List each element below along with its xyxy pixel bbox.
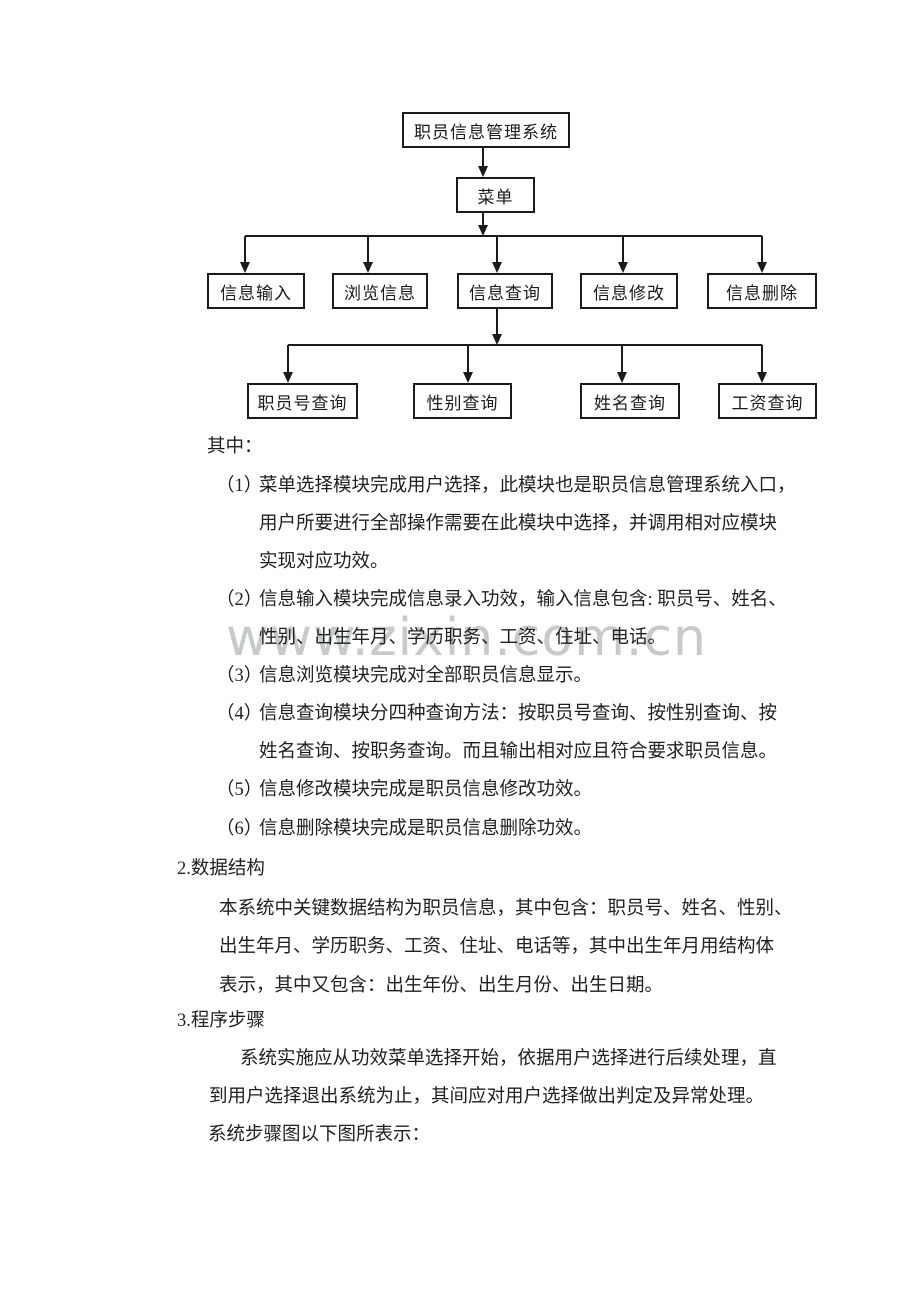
intro-label: 其中： bbox=[207, 437, 263, 457]
item-text: 菜单选择模块完成用户选择，此模块也是职员信息管理系统入口， bbox=[259, 476, 796, 496]
item-number: （3） bbox=[216, 666, 263, 686]
item-number: （4） bbox=[216, 704, 263, 724]
list-item: （1）菜单选择模块完成用户选择，此模块也是职员信息管理系统入口， bbox=[216, 477, 796, 496]
section-text: 出生年月、学历职务、工资、住址、电话等，其中出生年月用结构体 bbox=[219, 937, 775, 957]
flowchart-node-menu: 菜单 bbox=[456, 177, 535, 213]
item-text: 信息修改模块完成是职员信息修改功效。 bbox=[259, 780, 593, 800]
item-number: （5） bbox=[216, 780, 263, 800]
section-heading-program-steps: 3.程序步骤 bbox=[177, 1011, 265, 1031]
list-item: （2）信息输入模块完成信息录入功效，输入信息包含: 职员号、姓名、 bbox=[216, 591, 787, 610]
flowchart-node-query-by-salary: 工资查询 bbox=[718, 383, 817, 419]
system-structure-flowchart: 职员信息管理系统 菜单 信息输入 浏览信息 信息查询 信息修改 信息删除 职员号… bbox=[0, 0, 920, 460]
list-item: （4）信息查询模块分四种查询方法：按职员号查询、按性别查询、按 bbox=[216, 705, 777, 724]
section-text: 本系统中关键数据结构为职员信息，其中包含：职员号、姓名、性别、 bbox=[219, 899, 793, 919]
section-text: 系统实施应从功效菜单选择开始，依据用户选择进行后续处理，直 bbox=[240, 1049, 777, 1069]
section-text: 到用户选择退出系统为止，其间应对用户选择做出判定及异常处理。 bbox=[209, 1087, 765, 1107]
item-text: 用户所要进行全部操作需要在此模块中选择，并调用相对应模块 bbox=[259, 514, 778, 534]
flowchart-node-root: 职员信息管理系统 bbox=[402, 112, 570, 148]
flowchart-node-info-browse: 浏览信息 bbox=[332, 273, 428, 309]
section-heading-data-structure: 2.数据结构 bbox=[177, 859, 265, 879]
item-text: 信息删除模块完成是职员信息删除功效。 bbox=[259, 819, 593, 839]
flowchart-node-query-by-name: 姓名查询 bbox=[580, 383, 680, 419]
item-number: （6） bbox=[216, 819, 263, 839]
flowchart-node-info-query: 信息查询 bbox=[457, 273, 553, 309]
item-number: （2） bbox=[216, 590, 263, 610]
flowchart-node-info-modify: 信息修改 bbox=[580, 273, 678, 309]
flowchart-node-info-input: 信息输入 bbox=[207, 273, 305, 309]
watermark: www.zixin.com.cn bbox=[226, 608, 707, 668]
item-text: 性别、出生年月、学历职务、工资、住址、电话。 bbox=[259, 628, 667, 648]
section-text: 表示，其中又包含：出生年份、出生月份、出生日期。 bbox=[219, 976, 664, 996]
flowchart-connectors bbox=[240, 148, 767, 383]
list-item: （3）信息浏览模块完成对全部职员信息显示。 bbox=[216, 667, 592, 686]
item-text: 姓名查询、按职务查询。而且输出相对应且符合要求职员信息。 bbox=[259, 742, 778, 762]
item-text: 信息输入模块完成信息录入功效，输入信息包含: 职员号、姓名、 bbox=[259, 590, 787, 610]
list-item: （6）信息删除模块完成是职员信息删除功效。 bbox=[216, 820, 592, 839]
flowchart-node-info-delete: 信息删除 bbox=[707, 273, 817, 309]
flowchart-node-query-by-gender: 性别查询 bbox=[413, 383, 512, 419]
list-item: （5）信息修改模块完成是职员信息修改功效。 bbox=[216, 781, 592, 800]
item-text: 信息查询模块分四种查询方法：按职员号查询、按性别查询、按 bbox=[259, 704, 778, 724]
item-number: （1） bbox=[216, 476, 263, 496]
flowchart-node-query-by-id: 职员号查询 bbox=[247, 383, 358, 419]
section-text: 系统步骤图以下图所表示： bbox=[208, 1125, 431, 1145]
item-text: 信息浏览模块完成对全部职员信息显示。 bbox=[259, 666, 593, 686]
item-text: 实现对应功效。 bbox=[259, 552, 389, 572]
